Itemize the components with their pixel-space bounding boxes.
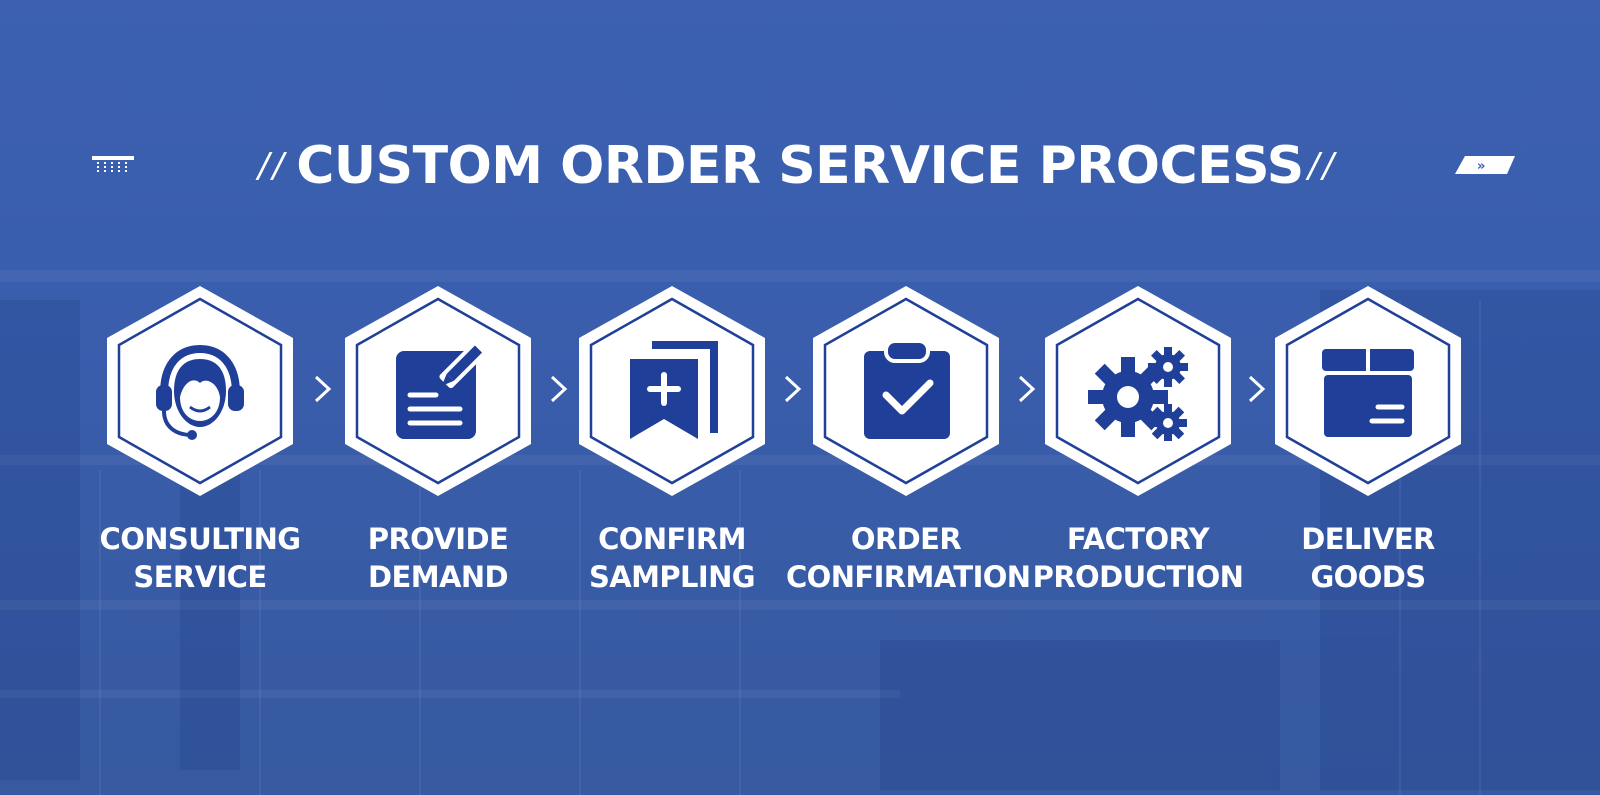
step-label-line-1: ORDER	[850, 522, 962, 556]
step-factory-production	[1038, 286, 1238, 496]
step-label-line-1: PROVIDE	[367, 522, 509, 556]
step-label-deliver-goods: DELIVER GOODS	[1248, 520, 1488, 596]
step-label-line-2: CONFIRMATION	[786, 560, 1031, 594]
step-label-line-1: DELIVER	[1301, 522, 1435, 556]
step-arrow-1	[314, 375, 332, 403]
step-order-confirmation	[806, 286, 1006, 496]
step-label-line-1: CONFIRM	[598, 522, 746, 556]
comb-decoration-icon	[92, 156, 134, 174]
step-arrow-5	[1248, 375, 1266, 403]
step-label-line-2: SAMPLING	[589, 560, 756, 594]
step-label-consulting-service: CONSULTING SERVICE	[80, 520, 320, 596]
step-arrow-4	[1018, 375, 1036, 403]
step-label-line-2: PRODUCTION	[1032, 560, 1244, 594]
headset-agent-icon	[156, 344, 244, 440]
gears-icon	[1088, 347, 1188, 441]
step-provide-demand	[338, 286, 538, 496]
step-label-line-2: GOODS	[1310, 560, 1426, 594]
step-confirm-sampling	[572, 286, 772, 496]
bookmark-plus-icon	[630, 341, 718, 439]
page-title: CUSTOM ORDER SERVICE PROCESS	[296, 136, 1304, 196]
step-arrow-3	[784, 375, 802, 403]
clipboard-check-icon	[864, 341, 950, 439]
step-deliver-goods	[1268, 286, 1468, 496]
step-consulting-service	[100, 286, 300, 496]
right-slashes: //	[1308, 146, 1337, 186]
box-icon	[1322, 349, 1414, 437]
step-label-confirm-sampling: CONFIRM SAMPLING	[552, 520, 792, 596]
step-label-order-confirmation: ORDER CONFIRMATION	[786, 520, 1031, 596]
step-label-line-1: CONSULTING	[99, 522, 302, 556]
step-label-provide-demand: PROVIDE DEMAND	[318, 520, 558, 596]
left-slashes: //	[258, 146, 287, 186]
step-label-line-2: DEMAND	[368, 560, 509, 594]
svg-text:»: »	[1477, 159, 1485, 174]
document-pen-icon	[396, 341, 488, 439]
arrow-badge-icon: »	[1455, 156, 1515, 174]
step-label-factory-production: FACTORY PRODUCTION	[1018, 520, 1258, 596]
step-label-line-1: FACTORY	[1066, 522, 1210, 556]
step-arrow-2	[550, 375, 568, 403]
step-label-line-2: SERVICE	[133, 560, 267, 594]
